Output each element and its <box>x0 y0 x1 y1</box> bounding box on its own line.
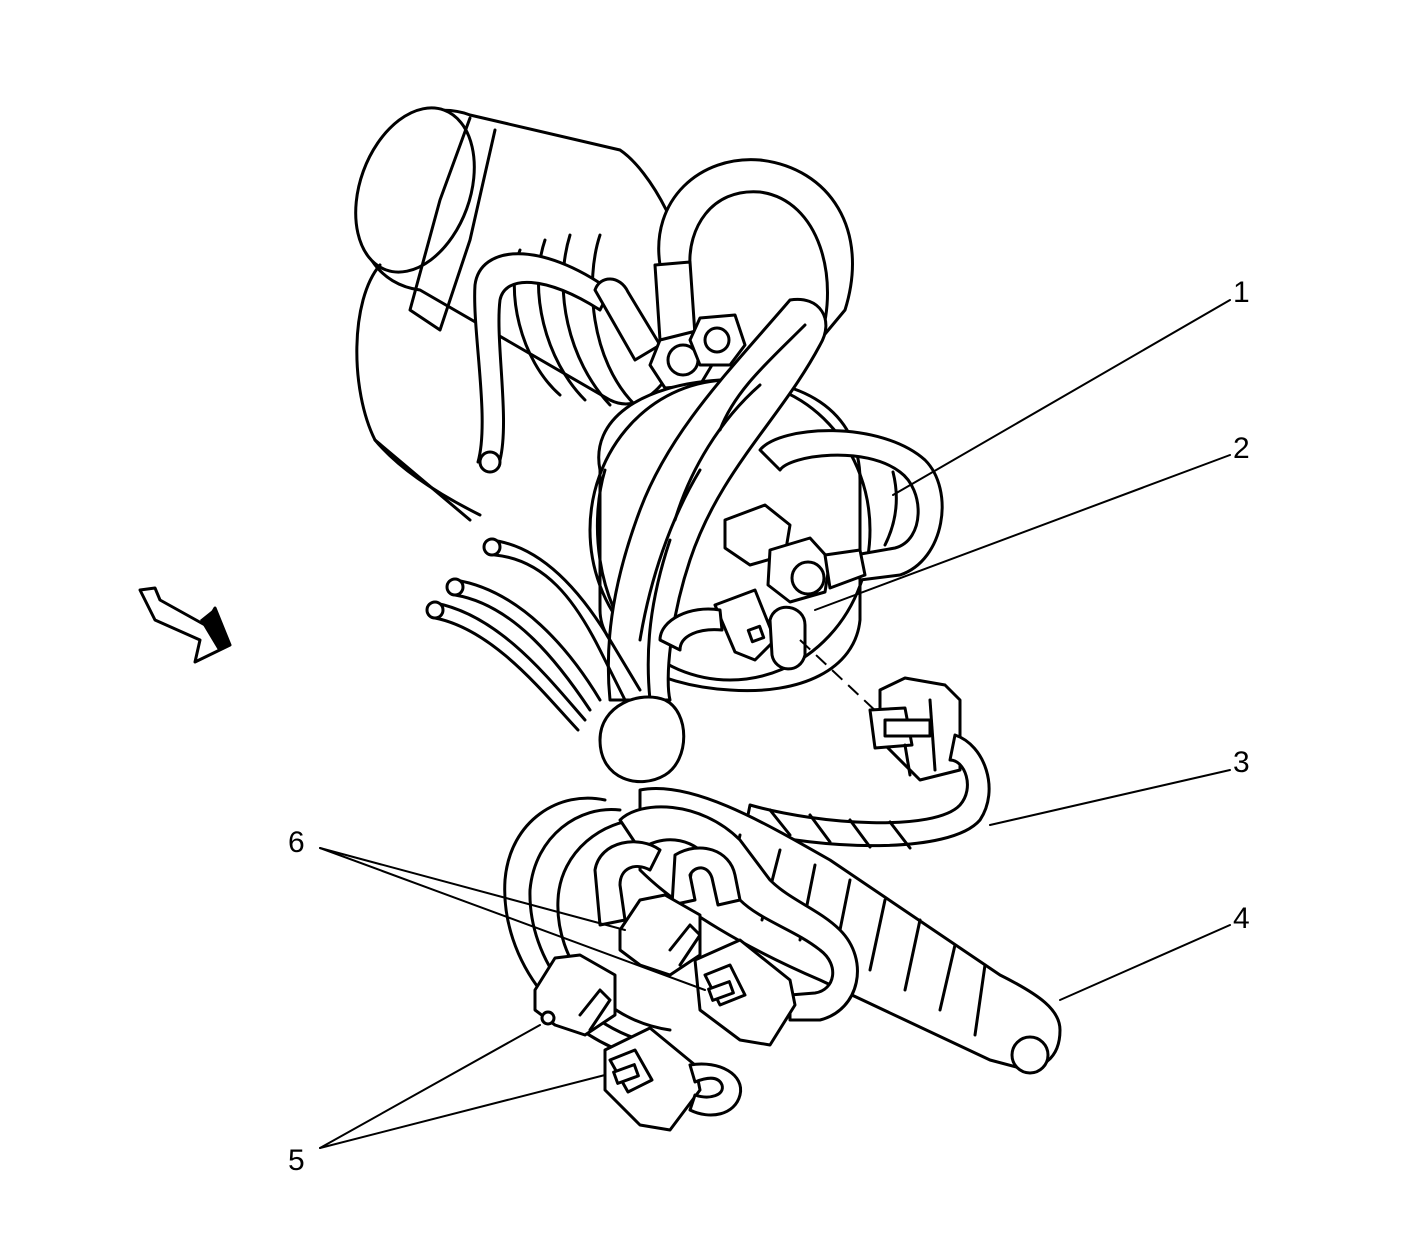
leader-lines <box>319 299 1231 1149</box>
connector-6-upper <box>618 893 702 977</box>
callout-1: 1 <box>1233 276 1250 309</box>
forward-direction-arrow-icon <box>138 586 232 664</box>
connector-3 <box>868 676 962 782</box>
hose-fittings <box>658 503 867 671</box>
connector-6-lower <box>693 938 797 1047</box>
top-fittings <box>593 260 747 390</box>
hose-loop-1 <box>758 429 944 582</box>
callout-5: 5 <box>288 1144 305 1177</box>
callout-6: 6 <box>288 826 305 859</box>
callout-2: 2 <box>1233 432 1250 465</box>
dashed-leader-2 <box>799 639 881 716</box>
hose-3 <box>743 733 991 850</box>
junction-boot <box>598 695 686 784</box>
callout-3: 3 <box>1233 746 1250 779</box>
callout-4: 4 <box>1233 902 1250 935</box>
twisted-harness <box>606 297 828 702</box>
left-wires <box>425 537 642 732</box>
connector-5-upper <box>533 953 617 1037</box>
top-loop-hose <box>473 158 854 474</box>
connector-5-lower <box>603 1026 743 1132</box>
